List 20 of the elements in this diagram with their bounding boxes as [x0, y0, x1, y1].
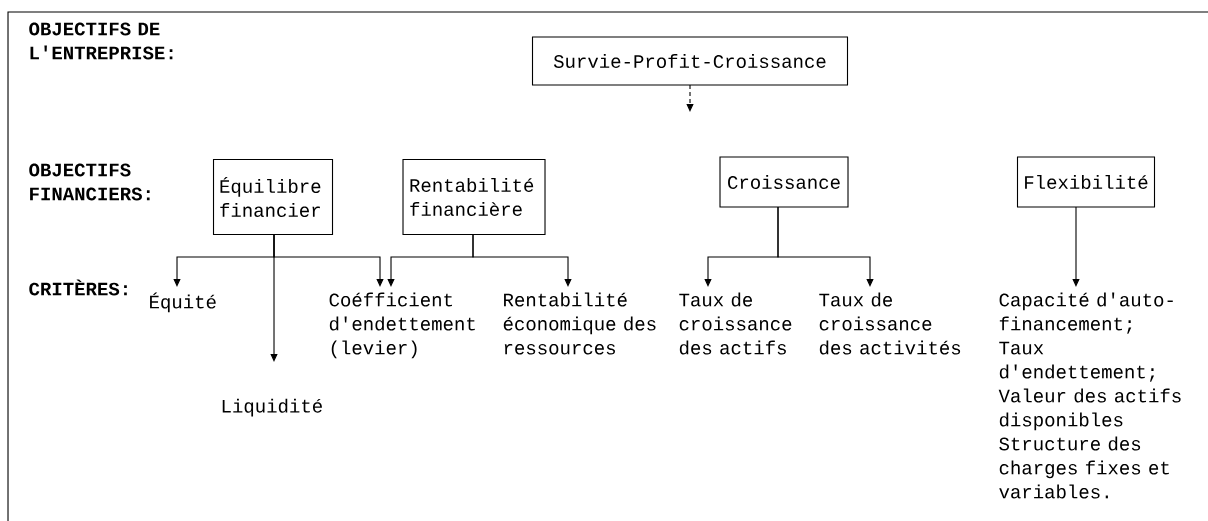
arrow	[472, 233, 572, 287]
objective-box: Flexibilité	[1016, 156, 1156, 208]
arrow	[686, 84, 694, 112]
criterion-text: Taux de croissance des actifs	[679, 292, 792, 355]
objective-box: Croissance	[719, 156, 849, 208]
objective-box: Rentabilité financière	[402, 158, 546, 236]
row-label: OBJECTIFS FINANCIERS:	[29, 163, 150, 201]
arrow	[777, 206, 874, 287]
criterion-text: Liquidité	[222, 398, 322, 417]
objective-box: Équilibre financier	[212, 158, 334, 236]
criterion-text: Capacité d'auto-financement; Taux d'endettement; Valeur des actifs disponibles Structure des charges fixes et variables.	[998, 292, 1181, 499]
criterion-text: Taux de croissance des activités	[819, 292, 961, 355]
criterion-text: Rentabilité économique des ressources	[503, 292, 656, 355]
criterion-text: Équité	[150, 292, 216, 313]
arrow	[273, 233, 384, 287]
row-label: CRITÈRES:	[29, 279, 127, 296]
arrow	[1072, 206, 1080, 287]
criterion-text: Coéfficient d'endettement (levier)	[329, 292, 475, 359]
objective-box: Survie-Profit-Croissance	[531, 36, 849, 86]
row-label: OBJECTIFS DE L'ENTREPRISE:	[29, 22, 173, 60]
